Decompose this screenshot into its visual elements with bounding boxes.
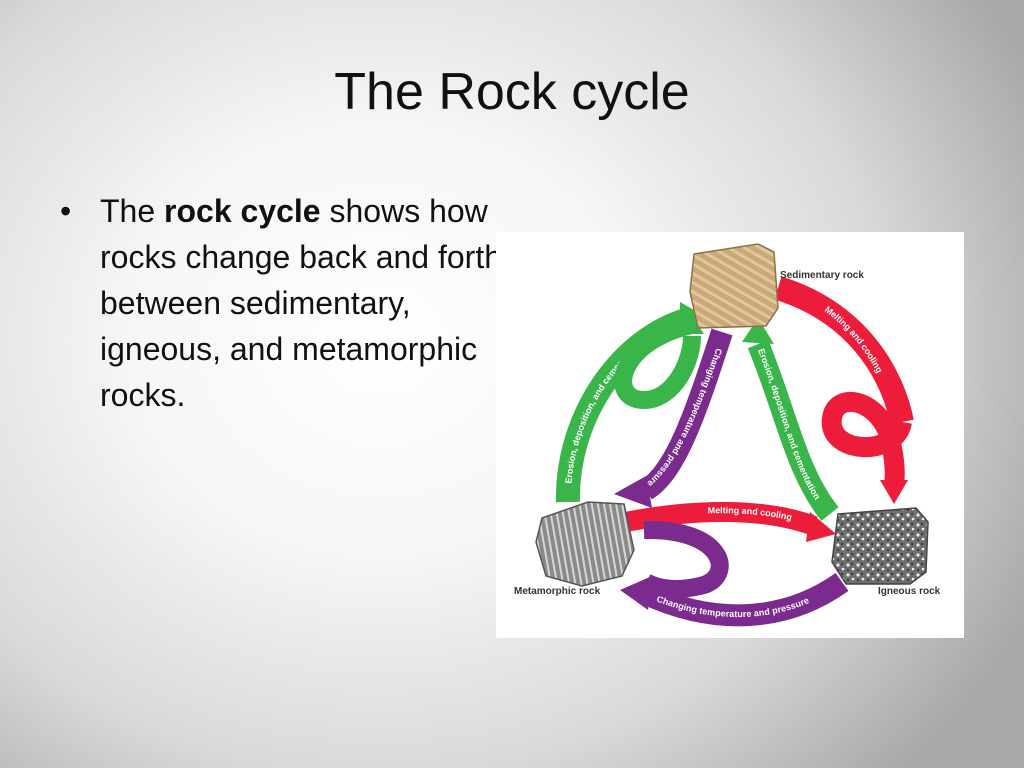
metamorphic-rock-image <box>535 501 635 587</box>
arrow-green-loop <box>614 315 704 409</box>
rock-cycle-svg: Erosion, deposition, and cementation Cha… <box>514 243 941 627</box>
rock-cycle-diagram: Erosion, deposition, and cementation Cha… <box>496 232 964 638</box>
arrow-red-loop <box>821 392 912 504</box>
arrow-green-center: Erosion, deposition, and cementation <box>742 318 839 521</box>
label-sedimentary-rock: Sedimentary rock <box>780 270 864 281</box>
arrow-red-middle: Melting and cooling <box>624 502 836 542</box>
slide-title: The Rock cycle <box>334 63 690 121</box>
bullet-prefix: The <box>100 193 165 229</box>
label-metamorphic-rock: Metamorphic rock <box>514 586 601 597</box>
bullet-list: • The rock cycle shows how rocks change … <box>56 188 506 418</box>
arrow-purple-loop <box>641 520 729 598</box>
svg-text:Erosion, deposition, and cemen: Erosion, deposition, and cementation <box>756 347 822 501</box>
bullet-suffix: shows how rocks change back and forth be… <box>100 193 503 413</box>
igneous-rock-image <box>831 507 929 585</box>
bullet-item: • The rock cycle shows how rocks change … <box>56 188 506 418</box>
sedimentary-rock-image <box>689 243 779 329</box>
label-igneous-rock: Igneous rock <box>878 586 941 597</box>
bullet-bold-term: rock cycle <box>164 193 321 229</box>
bullet-marker: • <box>60 193 72 229</box>
arrow-label-center-green: Erosion, deposition, and cementation <box>756 347 822 501</box>
